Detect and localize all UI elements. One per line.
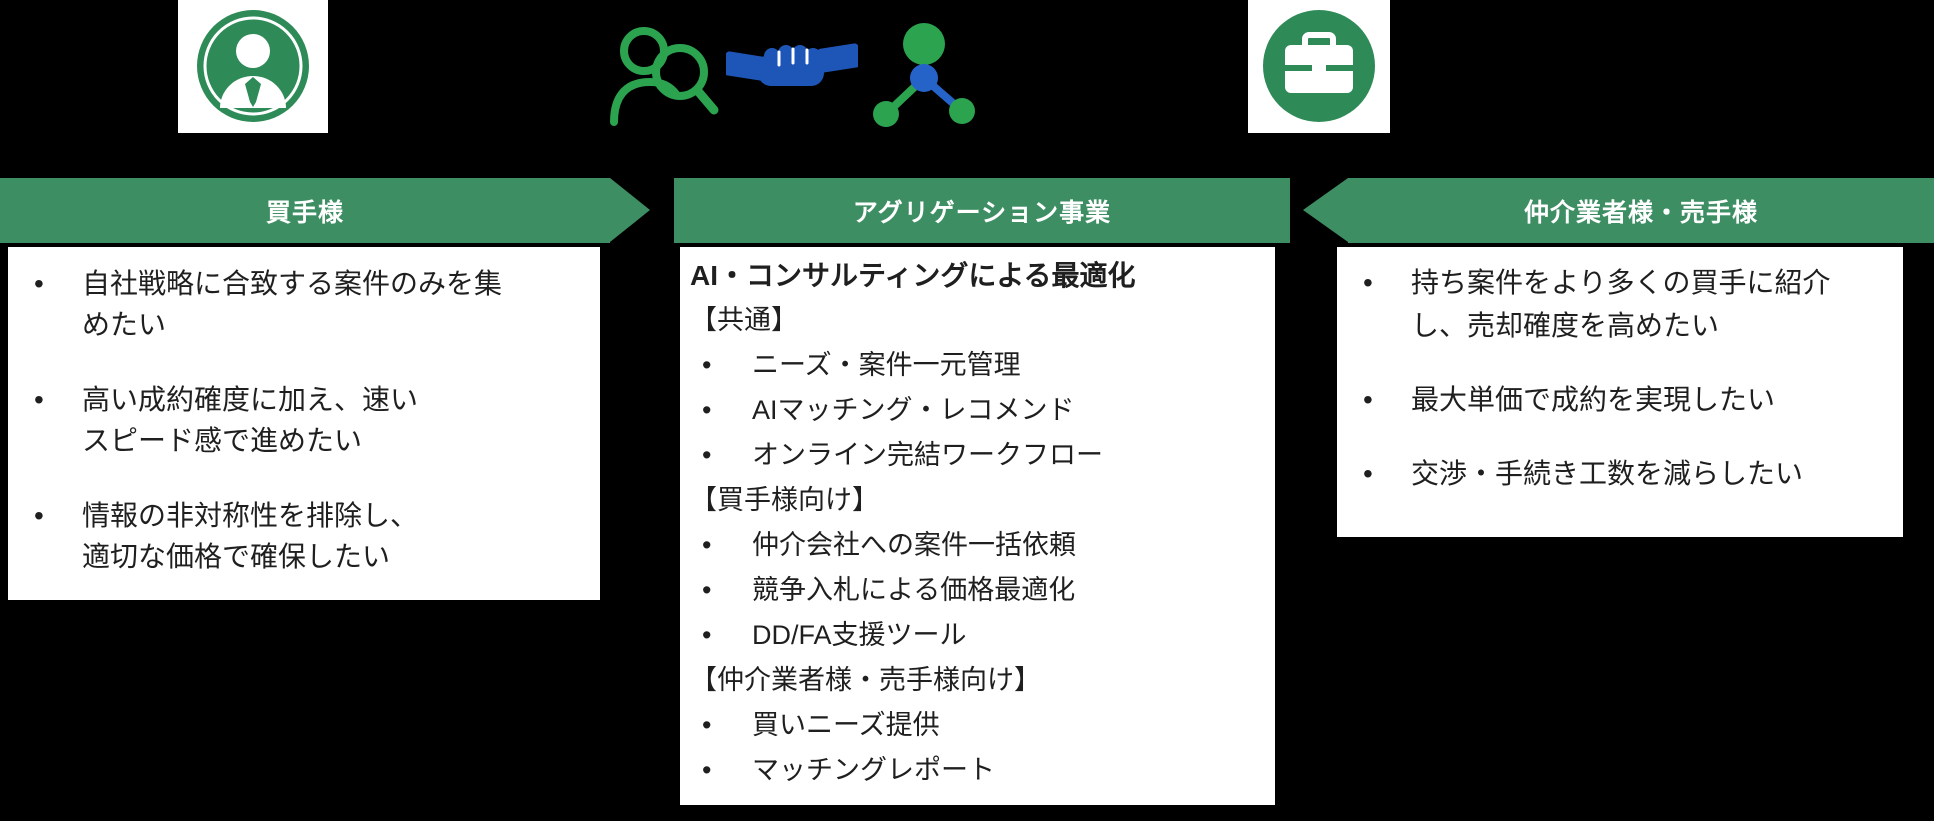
bullet-marker: •	[702, 575, 712, 605]
bullet-marker: •	[702, 350, 712, 380]
common-item-3: • オンライン完結ワークフロー	[690, 433, 1271, 478]
section-label-broker-seller: 【仲介業者様・売手様向け】	[690, 665, 1041, 695]
broker-bullet-2: • 最大単価で成約を実現したい	[1355, 378, 1899, 421]
bullet-marker: •	[34, 384, 44, 415]
common-item-2: • AIマッチング・レコメンド	[690, 388, 1271, 433]
bullet-marker: •	[702, 395, 712, 425]
broker-feature-2-text: マッチングレポート	[752, 755, 995, 785]
broker-banner-title: 仲介業者様・売手様	[1523, 198, 1758, 227]
broker-feature-1: • 買いニーズ提供	[690, 703, 1271, 748]
broker-panel: • 持ち案件をより多くの買手に紹介 し、売却確度を高めたい • 最大単価で成約を…	[1337, 247, 1903, 537]
buyer-banner-arrow-right	[610, 178, 650, 242]
broker-banner-arrow-left	[1303, 178, 1348, 242]
common-item-3-text: オンライン完結ワークフロー	[752, 440, 1103, 470]
broker-bullet-2-text: 最大単価で成約を実現したい	[1411, 384, 1776, 415]
buyer-bullet-1: • 自社戦略に合致する案件のみを集 めたい	[26, 263, 594, 345]
broker-feature-2: • マッチングレポート	[690, 748, 1271, 793]
broker-icon-tile	[1248, 0, 1390, 133]
buyer-bullet-3: • 情報の非対称性を排除し、 適切な価格で確保したい	[26, 495, 594, 577]
buyer-feature-1: • 仲介会社への案件一括依頼	[690, 523, 1271, 568]
buyer-banner: 買手様	[0, 178, 610, 243]
buyer-icon-tile	[178, 0, 328, 133]
section-label-buyer: 【買手様向け】	[690, 485, 879, 515]
aggregation-banner-title: アグリゲーション事業	[852, 198, 1112, 227]
prospect-search-icon	[606, 20, 724, 128]
buyer-bullet-2-text: 高い成約確度に加え、速い スピード感で進めたい	[82, 384, 419, 456]
buyer-feature-3-text: DD/FA支援ツール	[752, 620, 967, 650]
buyer-bullet-3-text: 情報の非対称性を排除し、 適切な価格で確保したい	[82, 500, 419, 572]
aggregation-banner: アグリゲーション事業	[674, 178, 1290, 243]
bullet-marker: •	[702, 440, 712, 470]
common-item-1: • ニーズ・案件一元管理	[690, 343, 1271, 388]
bullet-marker: •	[34, 268, 44, 299]
buyer-feature-1-text: 仲介会社への案件一括依頼	[752, 530, 1076, 560]
bullet-marker: •	[702, 755, 712, 785]
aggregation-panel: AI・コンサルティングによる最適化 【共通】 • ニーズ・案件一元管理 • AI…	[680, 247, 1275, 805]
broker-banner: 仲介業者様・売手様	[1348, 178, 1934, 243]
buyer-feature-2-text: 競争入札による価格最適化	[752, 575, 1076, 605]
broker-bullet-3-text: 交渉・手続き工数を減らしたい	[1411, 458, 1804, 489]
bullet-marker: •	[1363, 458, 1373, 489]
handshake-icon	[726, 32, 858, 110]
buyer-feature-3: • DD/FA支援ツール	[690, 613, 1271, 658]
section-label-common: 【共通】	[690, 305, 798, 335]
broker-bullet-3: • 交渉・手続き工数を減らしたい	[1355, 452, 1899, 495]
businessman-avatar-icon	[186, 5, 320, 128]
buyer-bullet-2: • 高い成約確度に加え、速い スピード感で進めたい	[26, 379, 594, 461]
common-item-2-text: AIマッチング・レコメンド	[752, 395, 1075, 425]
network-molecule-icon	[862, 20, 984, 128]
buyer-feature-2: • 競争入札による価格最適化	[690, 568, 1271, 613]
bullet-marker: •	[34, 500, 44, 531]
bullet-marker: •	[1363, 384, 1373, 415]
buyer-banner-title: 買手様	[265, 198, 344, 227]
bullet-marker: •	[1363, 267, 1373, 298]
briefcase-icon	[1255, 5, 1383, 128]
bullet-marker: •	[702, 710, 712, 740]
broker-bullet-1-text: 持ち案件をより多くの買手に紹介 し、売却確度を高めたい	[1411, 267, 1831, 341]
bullet-marker: •	[702, 620, 712, 650]
buyer-panel: • 自社戦略に合致する案件のみを集 めたい • 高い成約確度に加え、速い スピー…	[8, 247, 600, 600]
aggregation-headline: AI・コンサルティングによる最適化	[690, 260, 1136, 291]
broker-feature-1-text: 買いニーズ提供	[752, 710, 940, 740]
bullet-marker: •	[702, 530, 712, 560]
buyer-bullet-1-text: 自社戦略に合致する案件のみを集 めたい	[82, 268, 503, 340]
broker-bullet-1: • 持ち案件をより多くの買手に紹介 し、売却確度を高めたい	[1355, 261, 1899, 347]
common-item-1-text: ニーズ・案件一元管理	[752, 350, 1021, 380]
